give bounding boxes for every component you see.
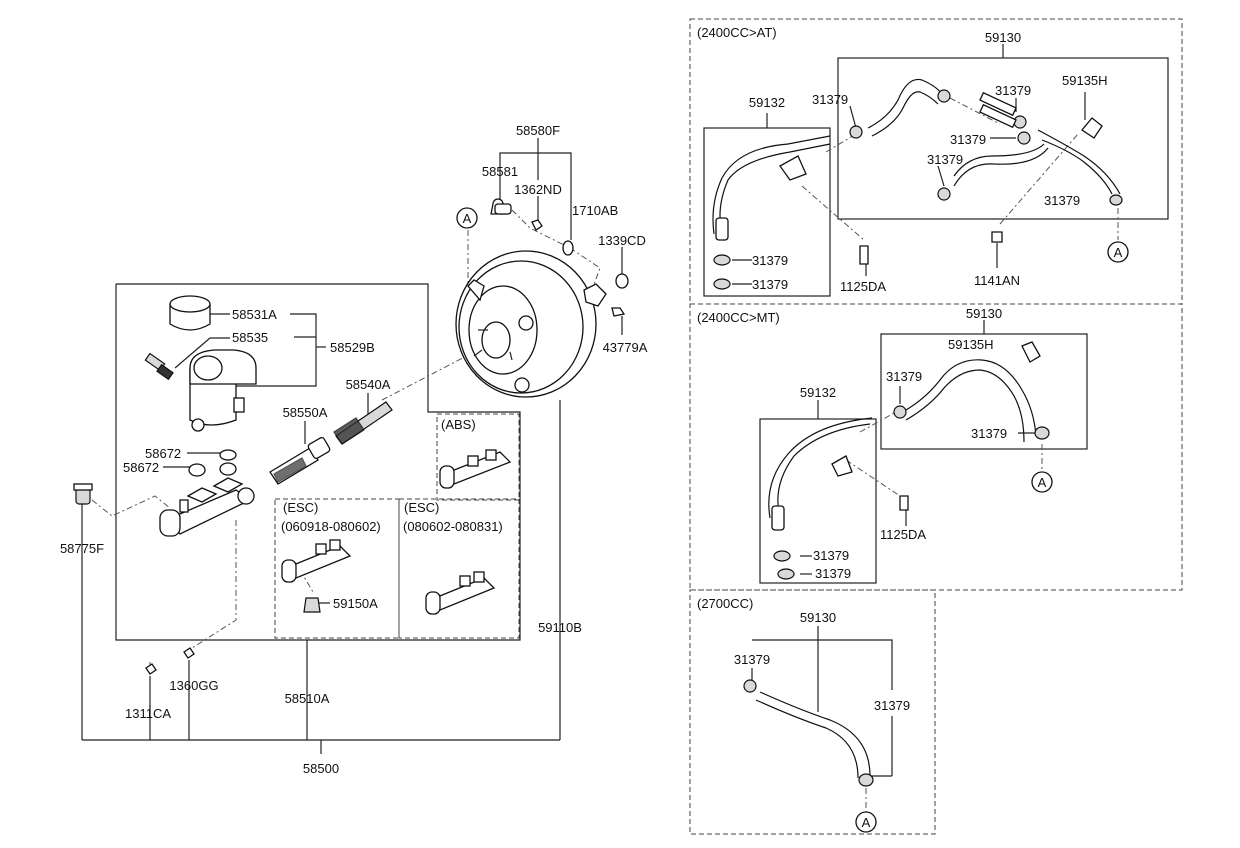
at-label-1141AN: 1141AN	[974, 273, 1020, 288]
at-label-31379-a: 31379	[812, 92, 848, 107]
label-58672-a: 58672	[145, 446, 181, 461]
mt-label-31379-c: 31379	[813, 548, 849, 563]
label-58531A: 58531A	[232, 307, 277, 322]
at-label-31379-b: 31379	[995, 83, 1031, 98]
at-label-31379-g: 31379	[752, 277, 788, 292]
at-label-31379-d: 31379	[927, 152, 963, 167]
connector-a-marker-booster: A	[456, 207, 478, 229]
mt-label-59132: 59132	[800, 385, 836, 400]
mt-label-31379-d: 31379	[815, 566, 851, 581]
push-rods	[269, 401, 393, 485]
label-1360GG: 1360GG	[169, 678, 218, 693]
label-58510A: 58510A	[285, 691, 330, 706]
svg-text:A: A	[1114, 245, 1123, 260]
label-abs: (ABS)	[441, 417, 476, 432]
svg-text:A: A	[463, 211, 472, 226]
svg-text:A: A	[862, 815, 871, 830]
label-1710AB: 1710AB	[572, 203, 618, 218]
cc2700-label-59130: 59130	[800, 610, 836, 625]
mt-label-31379-a: 31379	[886, 369, 922, 384]
label-58535: 58535	[232, 330, 268, 345]
cc2700-label-31379-a: 31379	[734, 652, 770, 667]
mt-title: (2400CC>MT)	[697, 310, 780, 325]
mt-label-1125DA: 1125DA	[880, 527, 926, 542]
label-58500: 58500	[303, 761, 339, 776]
label-59150A: 59150A	[333, 596, 378, 611]
mt-label-31379-b: 31379	[971, 426, 1007, 441]
label-58775F: 58775F	[60, 541, 104, 556]
section-2700cc: (2700CC) A 59130 31379 31379	[689, 589, 936, 835]
bottom-washers	[145, 647, 195, 675]
label-58580F: 58580F	[516, 123, 560, 138]
label-43779A: 43779A	[603, 340, 648, 355]
master-cylinder	[159, 477, 255, 537]
label-58672-b: 58672	[123, 460, 159, 475]
label-esc-1: (ESC)	[283, 500, 318, 515]
cc2700-label-31379-b: 31379	[874, 698, 910, 713]
esc-master-cylinder-2	[425, 571, 496, 615]
fitting-58775F	[73, 483, 93, 505]
left-part-labels: 58580F 58581 1362ND 1710AB 1339CD 43779A…	[60, 123, 648, 776]
at-label-31379-f: 31379	[752, 253, 788, 268]
label-esc-2: (ESC)	[404, 500, 439, 515]
label-esc-1-range: (060918-080602)	[281, 519, 381, 534]
at-label-59130: 59130	[985, 30, 1021, 45]
booster-small-parts	[490, 198, 629, 317]
esc-master-cylinder-1	[281, 539, 352, 613]
svg-text:A: A	[1038, 475, 1047, 490]
mt-label-59135H: 59135H	[948, 337, 994, 352]
reservoir-assembly	[144, 295, 257, 477]
abs-master-cylinder	[439, 449, 512, 489]
label-58550A: 58550A	[283, 405, 328, 420]
label-esc-2-range: (080602-080831)	[403, 519, 503, 534]
label-58529B: 58529B	[330, 340, 375, 355]
brake-booster	[455, 250, 607, 398]
at-label-31379-e: 31379	[1044, 193, 1080, 208]
master-cylinder-frame	[115, 283, 521, 641]
section-2400cc-at: (2400CC>AT)	[689, 18, 1183, 305]
label-58581: 58581	[482, 164, 518, 179]
section-2400cc-mt: (2400CC>MT) A 59130 59135H 59132 31379 3…	[689, 303, 1183, 591]
label-1339CD: 1339CD	[598, 233, 646, 248]
at-label-31379-c: 31379	[950, 132, 986, 147]
mt-label-59130: 59130	[966, 306, 1002, 321]
cc2700-title: (2700CC)	[697, 596, 753, 611]
at-label-59135H: 59135H	[1062, 73, 1108, 88]
label-58540A: 58540A	[346, 377, 391, 392]
label-59110B: 59110B	[538, 620, 582, 635]
leader-lines-left	[81, 138, 623, 754]
at-label-59132: 59132	[749, 95, 785, 110]
label-1311CA: 1311CA	[125, 706, 171, 721]
at-title: (2400CC>AT)	[697, 25, 777, 40]
at-label-1125DA: 1125DA	[840, 279, 886, 294]
label-1362ND: 1362ND	[514, 182, 562, 197]
